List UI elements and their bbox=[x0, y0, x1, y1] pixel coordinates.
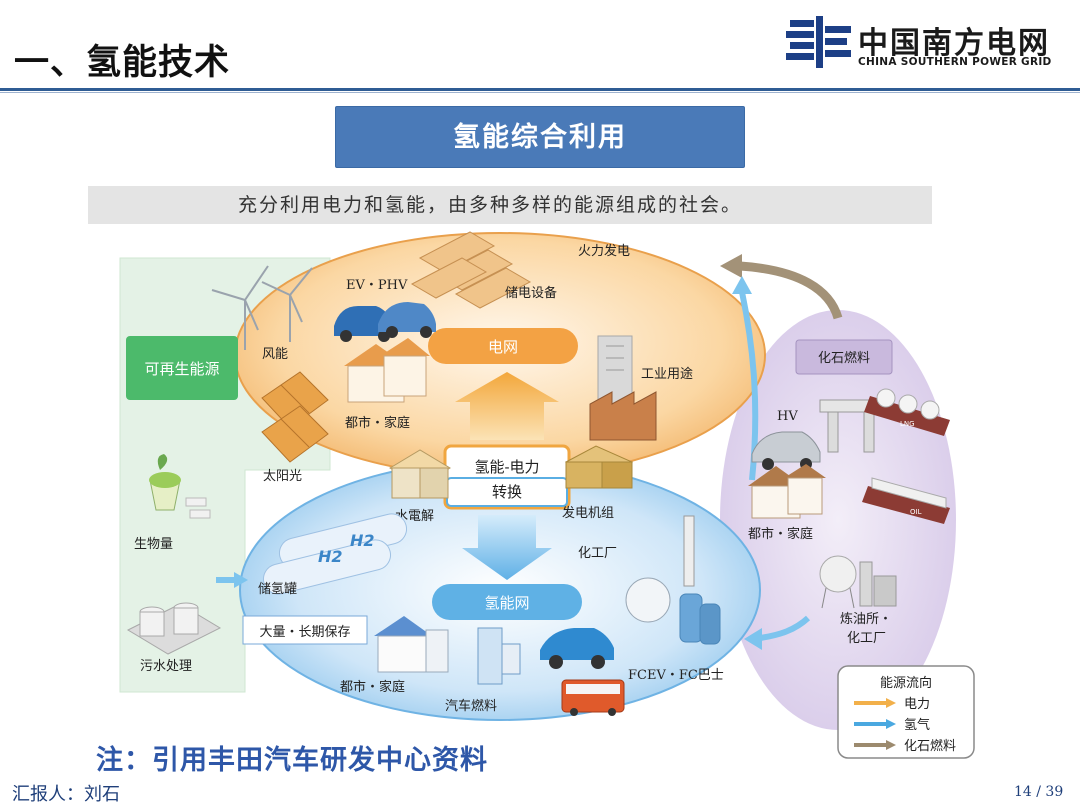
legend-item-hydrogen: 氢气 bbox=[854, 717, 930, 733]
h2-network-title: 氢能网 bbox=[484, 594, 529, 612]
fossil-to-h2-arrow bbox=[759, 615, 811, 641]
h2-mark-2: H2 bbox=[318, 547, 343, 566]
fc-bus-icon bbox=[561, 679, 625, 716]
house-icon bbox=[344, 338, 430, 403]
legend-box bbox=[837, 665, 975, 759]
renewables-title-box bbox=[126, 336, 238, 400]
conversion-label-line2: 转换 bbox=[492, 483, 522, 501]
h2-city-label: 都市・家庭 bbox=[340, 679, 405, 695]
lng-label: LNG bbox=[900, 420, 915, 428]
oil-tanker-icon bbox=[862, 477, 950, 524]
bulk-storage-label: 大量・长期保存 bbox=[259, 625, 350, 640]
ev-car-icon bbox=[334, 302, 436, 342]
source-note: 注：引用丰田汽车研发中心资料 bbox=[96, 745, 488, 776]
fossil-city-label: 都市・家庭 bbox=[748, 526, 813, 542]
generator-icon bbox=[564, 445, 634, 489]
solar-panel-icon bbox=[261, 371, 329, 463]
fossil-title-box bbox=[795, 339, 893, 375]
chem-plant-label: 化工厂 bbox=[578, 546, 617, 561]
refinery-label-2: 化工厂 bbox=[847, 631, 886, 646]
storage-label: 储电设备 bbox=[505, 285, 557, 301]
h2-house-icon bbox=[374, 616, 449, 673]
logo-name-cn: 中国南方电网 bbox=[858, 26, 1050, 61]
legend-label-fossil: 化石燃料 bbox=[904, 738, 956, 754]
legend-label-hydrogen: 氢气 bbox=[904, 717, 930, 733]
legend-item-power: 电力 bbox=[854, 697, 930, 712]
title-divider bbox=[0, 88, 1080, 91]
h2-mark-1: H2 bbox=[350, 531, 375, 550]
biomass-label: 生物量 bbox=[134, 537, 173, 552]
fossil-house-icon bbox=[748, 464, 826, 519]
fcev-car-icon bbox=[540, 628, 614, 669]
sewage-plant-icon bbox=[126, 602, 222, 655]
fossil-to-thermal-arrow bbox=[739, 261, 843, 320]
fuel-station-icon bbox=[477, 627, 521, 685]
biomass-icon bbox=[149, 454, 211, 519]
fossil-title: 化石燃料 bbox=[818, 350, 870, 366]
page-title: 一、氢能技术 bbox=[14, 43, 231, 83]
oil-label: OIL bbox=[910, 508, 922, 516]
battery-storage-icon bbox=[410, 231, 532, 309]
power-up-arrow bbox=[455, 372, 559, 440]
ev-label: EV・PHV bbox=[346, 278, 408, 293]
refinery-label-1: 炼油所・ bbox=[840, 612, 892, 627]
factory-icon bbox=[589, 335, 657, 441]
legend-title: 能源流向 bbox=[880, 675, 932, 691]
sewage-label: 污水处理 bbox=[140, 659, 192, 674]
csg-logo-mark-icon bbox=[786, 16, 851, 68]
logo-name-en: CHINA SOUTHERN POWER GRID bbox=[858, 56, 1052, 68]
hydrogen-down-arrow bbox=[462, 515, 552, 580]
fuel-label: 汽车燃料 bbox=[445, 698, 497, 714]
wind-label: 风能 bbox=[262, 347, 288, 362]
grid-city-label: 都市・家庭 bbox=[345, 415, 410, 431]
reporter-label: 汇报人：刘石 bbox=[12, 784, 120, 805]
electrolysis-icon bbox=[389, 449, 451, 499]
subtitle-strip: 充分利用电力和氢能，由多种多样的能源组成的社会。 bbox=[88, 186, 932, 224]
page-number: 14 / 39 bbox=[1014, 784, 1064, 800]
fcev-label: FCEV・FC巴士 bbox=[628, 668, 724, 683]
title-divider-thin bbox=[0, 92, 1080, 93]
hydrogen-tank-icon bbox=[262, 513, 408, 595]
refinery-icon bbox=[819, 555, 897, 609]
lng-tanker-icon bbox=[864, 388, 950, 436]
h2-network-title-pill bbox=[432, 584, 582, 620]
solar-label: 太阳光 bbox=[263, 469, 302, 484]
grid-title: 电网 bbox=[488, 338, 518, 356]
chemical-plant-icon bbox=[625, 515, 721, 645]
hv-label: HV bbox=[777, 409, 798, 424]
wind-turbine-icon bbox=[211, 265, 313, 350]
legend-item-fossil: 化石燃料 bbox=[854, 738, 956, 754]
grid-title-pill bbox=[428, 328, 578, 364]
electrolysis-label: 水電解 bbox=[395, 509, 434, 524]
renewables-title: 可再生能源 bbox=[144, 360, 219, 378]
legend-label-power: 电力 bbox=[904, 697, 930, 712]
generator-label: 发电机组 bbox=[562, 505, 614, 521]
section-banner: 氢能综合利用 bbox=[335, 106, 745, 168]
tank-label: 储氢罐 bbox=[258, 582, 297, 597]
thermal-label: 火力发电 bbox=[578, 243, 630, 259]
conversion-label-line1: 氢能-电力 bbox=[474, 458, 539, 476]
industry-label: 工业用途 bbox=[641, 366, 693, 382]
bulk-storage-box bbox=[242, 615, 368, 645]
company-logo: 中国南方电网 CHINA SOUTHERN POWER GRID bbox=[786, 14, 1076, 74]
